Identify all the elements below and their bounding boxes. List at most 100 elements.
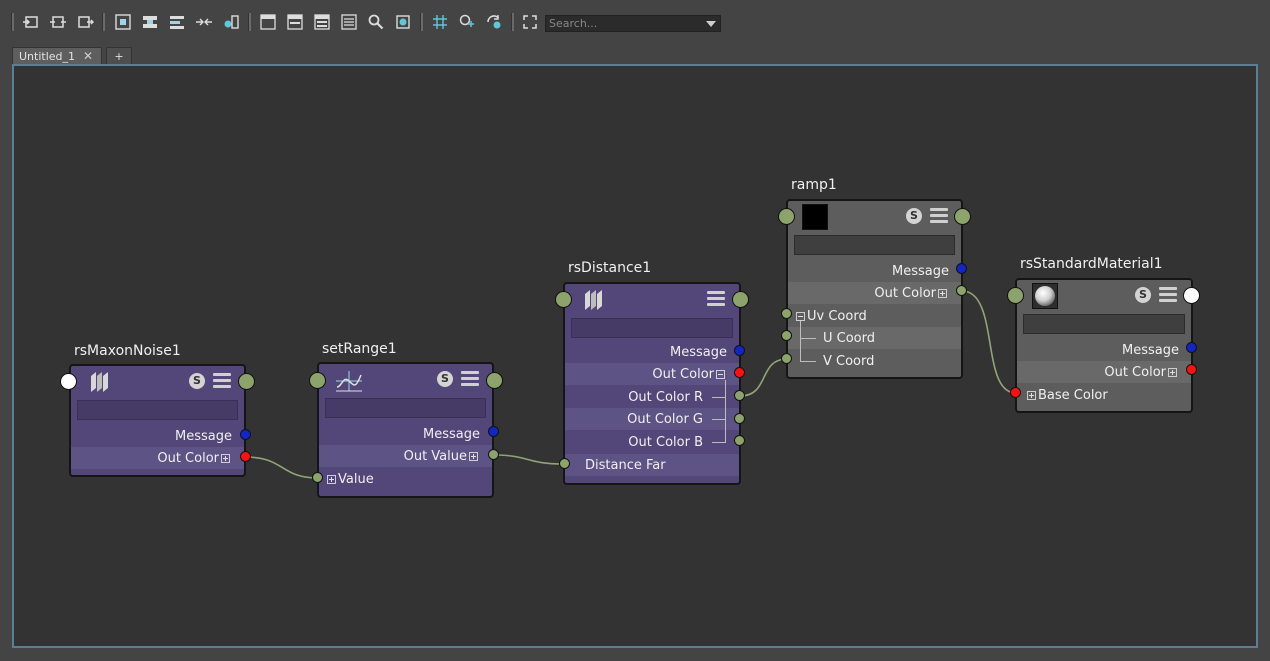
collapse-icon[interactable] — [716, 369, 725, 379]
port-out-color[interactable] — [240, 451, 251, 462]
port-out-color-r[interactable] — [734, 390, 745, 401]
search-icon[interactable] — [366, 12, 386, 32]
attach-icon[interactable] — [194, 12, 214, 32]
render-swatch-icon[interactable] — [393, 12, 413, 32]
port-out-color-g[interactable] — [734, 413, 745, 424]
input-port[interactable] — [555, 291, 572, 308]
input-port[interactable] — [309, 372, 326, 389]
frame-selection-icon[interactable] — [113, 12, 133, 32]
node-title-set-range[interactable]: setRange1 — [322, 341, 397, 357]
port-base-color[interactable] — [1010, 387, 1021, 398]
port-distance-far[interactable] — [559, 458, 570, 469]
graph-output-icon[interactable] — [75, 12, 95, 32]
input-port[interactable] — [60, 373, 77, 390]
input-port[interactable] — [1007, 287, 1024, 304]
attr-out-color-g[interactable]: Out Color G — [565, 408, 739, 430]
attr-value[interactable]: Value — [319, 468, 492, 490]
attr-out-color[interactable]: Out Color — [1017, 361, 1191, 383]
output-port[interactable] — [732, 291, 749, 308]
show-full-icon[interactable] — [312, 12, 332, 32]
attr-out-value[interactable]: Out Value — [319, 445, 492, 467]
swatch-s-icon[interactable]: S — [437, 371, 453, 387]
attr-out-color-b[interactable]: Out Color B — [628, 434, 703, 450]
attr-out-color[interactable]: Out Color — [71, 447, 244, 469]
attr-message[interactable]: Message — [670, 344, 727, 360]
add-tab-button[interactable]: + — [106, 47, 132, 64]
expand-icon[interactable] — [221, 453, 230, 463]
align-nodes-alt-icon[interactable] — [167, 12, 187, 32]
node-rs-distance[interactable]: Message Out Color Out Color R Out Color … — [563, 282, 741, 485]
search-input[interactable] — [546, 16, 699, 31]
node-name-field[interactable] — [1023, 314, 1185, 334]
node-name-field[interactable] — [794, 235, 955, 255]
attr-v-coord[interactable]: V Coord — [823, 353, 875, 369]
port-out-color[interactable] — [734, 367, 745, 378]
output-port[interactable] — [954, 208, 971, 225]
port-out-color[interactable] — [956, 285, 967, 296]
refresh-icon[interactable] — [484, 12, 504, 32]
attr-u-coord[interactable]: U Coord — [788, 327, 961, 349]
swatch-s-icon[interactable]: S — [189, 373, 205, 389]
show-simple-icon[interactable] — [258, 12, 278, 32]
port-out-value[interactable] — [488, 449, 499, 460]
expand-icon[interactable] — [1168, 367, 1177, 377]
port-value[interactable] — [312, 472, 323, 483]
attr-message[interactable]: Message — [175, 428, 232, 444]
output-port[interactable] — [238, 373, 255, 390]
expand-icon[interactable] — [327, 474, 336, 484]
expand-icon[interactable] — [469, 451, 478, 461]
menu-icon[interactable] — [213, 373, 231, 389]
input-port[interactable] — [778, 208, 795, 225]
expand-icon[interactable] — [1027, 390, 1036, 400]
chevron-down-icon[interactable] — [706, 21, 716, 27]
search-field[interactable] — [545, 15, 721, 32]
graph-input-icon[interactable] — [21, 12, 41, 32]
swatch-s-icon[interactable]: S — [1135, 287, 1151, 303]
connection-icon[interactable] — [221, 12, 241, 32]
tab-untitled-1[interactable]: Untitled_1 ✕ — [12, 47, 102, 64]
expand-icon[interactable] — [938, 288, 947, 298]
grid-icon[interactable] — [430, 12, 450, 32]
port-v-coord[interactable] — [781, 353, 792, 364]
node-name-field[interactable] — [77, 400, 238, 420]
port-message[interactable] — [734, 345, 745, 356]
port-message[interactable] — [240, 429, 251, 440]
attr-message[interactable]: Message — [1122, 342, 1179, 358]
output-port[interactable] — [1183, 287, 1200, 304]
port-uv-coord[interactable] — [781, 308, 792, 319]
node-rs-standard-material[interactable]: S Message Out Color Base Color — [1015, 278, 1193, 413]
attr-message[interactable]: Message — [423, 426, 480, 442]
menu-icon[interactable] — [930, 208, 948, 224]
node-ramp[interactable]: S Message Out Color Uv Coord U Coord V C… — [786, 199, 963, 379]
close-icon[interactable]: ✕ — [83, 49, 94, 63]
port-message[interactable] — [1186, 342, 1197, 353]
collapse-icon[interactable] — [796, 311, 805, 321]
attr-distance-far[interactable]: Distance Far — [565, 454, 739, 476]
graph-input-output-icon[interactable] — [48, 12, 68, 32]
show-custom-icon[interactable] — [339, 12, 359, 32]
port-u-coord[interactable] — [781, 330, 792, 341]
port-out-color[interactable] — [1186, 364, 1197, 375]
node-title-ramp[interactable]: ramp1 — [791, 177, 837, 193]
attr-out-color[interactable]: Out Color — [565, 363, 739, 385]
node-name-field[interactable] — [325, 398, 486, 418]
show-connected-icon[interactable] — [285, 12, 305, 32]
node-title-maxon-noise[interactable]: rsMaxonNoise1 — [74, 343, 181, 359]
port-message[interactable] — [488, 426, 499, 437]
swatch-s-icon[interactable]: S — [906, 208, 922, 224]
node-title-standard-material[interactable]: rsStandardMaterial1 — [1020, 256, 1163, 272]
output-port[interactable] — [486, 372, 503, 389]
attr-out-color-r[interactable]: Out Color R — [628, 389, 703, 405]
menu-icon[interactable] — [461, 371, 479, 387]
port-out-color-b[interactable] — [734, 435, 745, 446]
node-name-field[interactable] — [571, 318, 733, 338]
port-message[interactable] — [956, 263, 967, 274]
node-title-distance[interactable]: rsDistance1 — [568, 260, 652, 276]
attr-uv-coord[interactable]: Uv Coord — [788, 305, 961, 327]
attr-base-color[interactable]: Base Color — [1017, 384, 1191, 406]
attr-message[interactable]: Message — [892, 263, 949, 279]
menu-icon[interactable] — [1159, 287, 1177, 303]
align-nodes-icon[interactable] — [140, 12, 160, 32]
snap-icon[interactable] — [457, 12, 477, 32]
menu-icon[interactable] — [707, 291, 725, 307]
